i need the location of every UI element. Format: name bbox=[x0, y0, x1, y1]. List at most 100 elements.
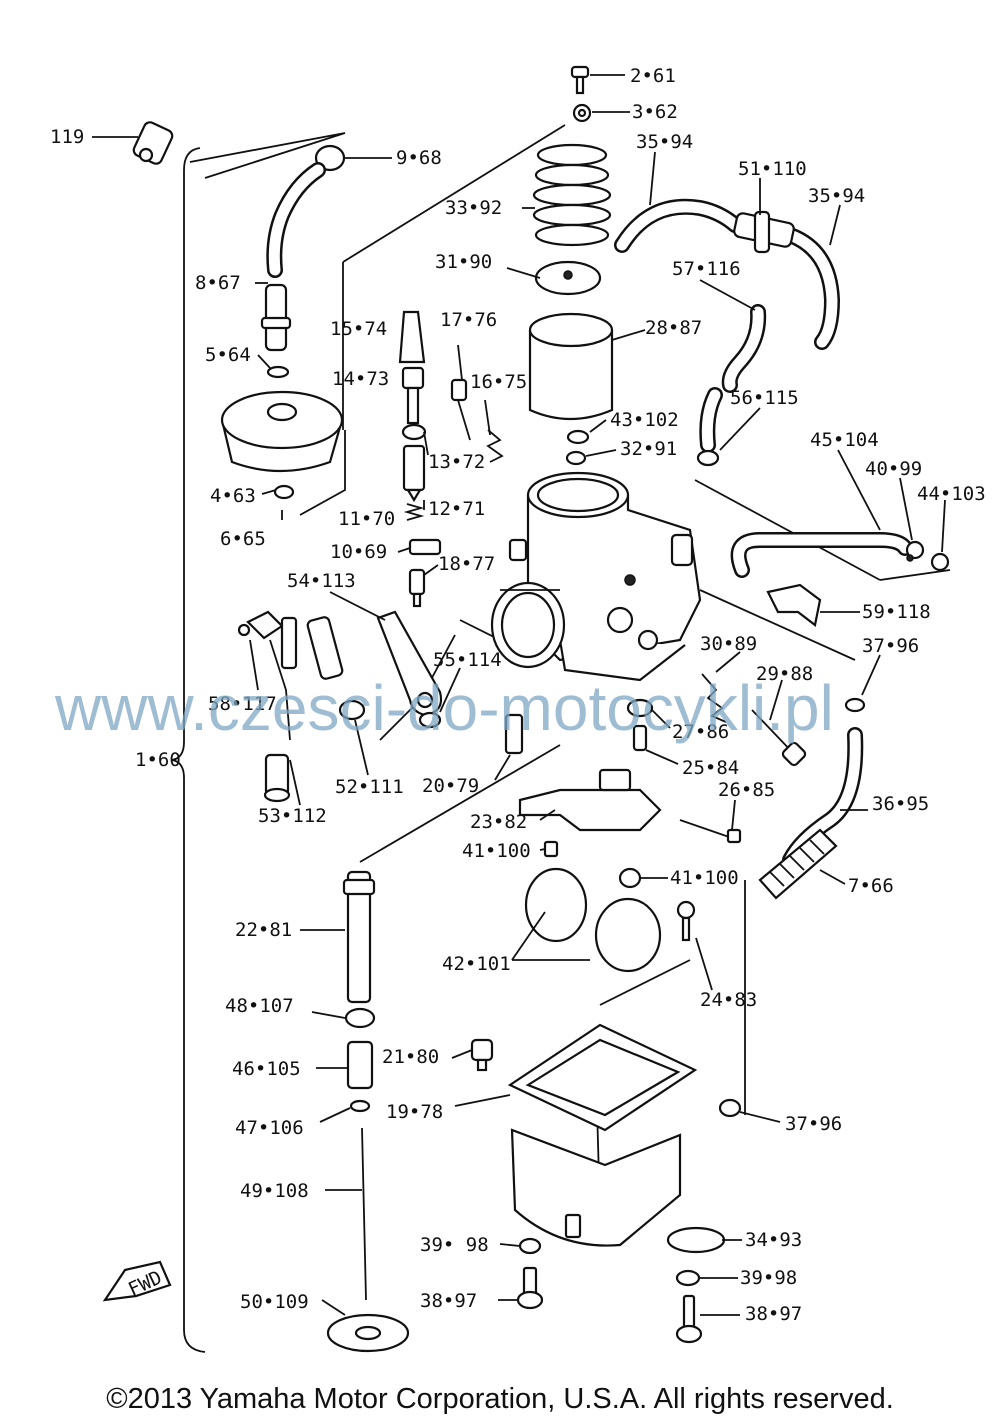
needle-valve-41-100a bbox=[543, 840, 559, 858]
callout-21-80: 21•80 bbox=[382, 1046, 439, 1068]
washer-43-102 bbox=[566, 429, 590, 445]
callout-17-76: 17•76 bbox=[440, 309, 497, 331]
callout-34-93: 34•93 bbox=[745, 1229, 802, 1251]
cap-44-103 bbox=[930, 552, 950, 572]
throttle-screw-17-76 bbox=[450, 378, 471, 441]
screw-38-97b bbox=[675, 1294, 703, 1344]
callout-35-94b: 35•94 bbox=[808, 185, 865, 207]
callout-47-106: 47•106 bbox=[235, 1117, 304, 1139]
nut-14-73 bbox=[401, 366, 425, 425]
callout-54-113: 54•113 bbox=[287, 570, 356, 592]
washer-3-62 bbox=[572, 103, 592, 123]
callout-31-90: 31•90 bbox=[435, 251, 492, 273]
washer-48-107 bbox=[344, 1007, 376, 1029]
callout-23-82: 23•82 bbox=[470, 811, 527, 833]
screw-29-88 bbox=[751, 709, 807, 767]
callout-2-61: 2•61 bbox=[630, 65, 676, 87]
callout-45-104: 45•104 bbox=[810, 429, 879, 451]
callout-36-95: 36•95 bbox=[872, 793, 929, 815]
callout-9-68: 9•68 bbox=[396, 147, 442, 169]
callout-24-83: 24•83 bbox=[700, 989, 757, 1011]
callout-25-84: 25•84 bbox=[682, 757, 739, 779]
float-pin-26-85 bbox=[679, 819, 742, 844]
copyright-notice: ©2013 Yamaha Motor Corporation, U.S.A. A… bbox=[106, 1383, 894, 1415]
plate-10-69 bbox=[408, 538, 442, 556]
screw-2-61 bbox=[570, 65, 590, 95]
callout-119: 119 bbox=[50, 126, 84, 148]
callout-4-63: 4•63 bbox=[210, 485, 256, 507]
callout-42-101: 42•101 bbox=[442, 953, 511, 975]
clip-37-96b bbox=[718, 1098, 742, 1118]
needle-49-108 bbox=[361, 1127, 367, 1301]
screw-38-97a bbox=[516, 1266, 544, 1310]
plate-34-93 bbox=[666, 1226, 726, 1254]
washer-39-98a bbox=[518, 1237, 542, 1255]
assembly-bracket bbox=[171, 147, 206, 1353]
callout-53-112: 53•112 bbox=[258, 805, 327, 827]
callout-13-72: 13•72 bbox=[428, 451, 485, 473]
callout-49-108: 49•108 bbox=[240, 1180, 309, 1202]
callout-38-97a: 38•97 bbox=[420, 1290, 477, 1312]
callout-3-62: 3•62 bbox=[632, 101, 678, 123]
washer-27-86 bbox=[626, 698, 654, 718]
boot-7-66 bbox=[758, 828, 838, 900]
float-bowl-19-78 bbox=[507, 1023, 698, 1247]
callout-46-105: 46•105 bbox=[232, 1058, 301, 1080]
throttle-valve-28-87 bbox=[528, 312, 614, 421]
fwd-arrow-icon bbox=[102, 1260, 172, 1302]
callout-55-114: 55•114 bbox=[433, 649, 502, 671]
float-42-101 bbox=[524, 867, 662, 973]
callout-41-100b: 41•100 bbox=[670, 867, 739, 889]
callout-35-94a: 35•94 bbox=[636, 131, 693, 153]
washer-55-114 bbox=[418, 711, 442, 729]
cable-end-53-112 bbox=[263, 753, 291, 803]
callout-39-98b: 39•98 bbox=[740, 1267, 797, 1289]
plate-31-90 bbox=[534, 260, 602, 296]
callout-56-115: 56•115 bbox=[730, 387, 799, 409]
callout-19-78: 19•78 bbox=[386, 1101, 443, 1123]
callout-41-100a: 41•100 bbox=[462, 840, 531, 862]
callout-48-107: 48•107 bbox=[225, 995, 294, 1017]
callout-32-91: 32•91 bbox=[620, 438, 677, 460]
main-jet-46-105 bbox=[346, 1040, 374, 1090]
spring-16-75 bbox=[486, 429, 504, 463]
callout-52-111: 52•111 bbox=[335, 776, 404, 798]
callout-29-88: 29•88 bbox=[756, 663, 813, 685]
top-cap-4-63 bbox=[220, 390, 344, 473]
callout-44-103: 44•103 bbox=[917, 483, 986, 505]
callout-57-116: 57•116 bbox=[672, 258, 741, 280]
callout-11-70: 11•70 bbox=[338, 508, 395, 530]
vent-hose-35-94-left bbox=[614, 198, 743, 253]
callout-50-109: 50•109 bbox=[240, 1291, 309, 1313]
jet-20-79 bbox=[504, 713, 524, 755]
callout-20-79: 20•79 bbox=[422, 775, 479, 797]
callout-28-87: 28•87 bbox=[645, 317, 702, 339]
washer-39-98b bbox=[675, 1269, 701, 1287]
needle-jet-22-81 bbox=[342, 870, 376, 1004]
clip-40-99 bbox=[905, 540, 925, 562]
callout-10-69: 10•69 bbox=[330, 541, 387, 563]
callout-40-99: 40•99 bbox=[865, 458, 922, 480]
washer-13-72 bbox=[401, 423, 427, 441]
carburetor-body bbox=[490, 471, 702, 682]
spring-30-89 bbox=[701, 673, 727, 723]
callout-16-75: 16•75 bbox=[470, 371, 527, 393]
callout-38-97b: 38•97 bbox=[745, 1303, 802, 1325]
callout-12-71: 12•71 bbox=[428, 498, 485, 520]
callout-26-85: 26•85 bbox=[718, 779, 775, 801]
callout-6-65: 6•65 bbox=[220, 528, 266, 550]
hose-45-104 bbox=[730, 532, 913, 578]
callout-5-64: 5•64 bbox=[205, 344, 251, 366]
starter-12-71 bbox=[402, 444, 426, 503]
washer-50-109 bbox=[326, 1313, 410, 1353]
callout-59-118: 59•118 bbox=[862, 601, 931, 623]
callout-8-67: 8•67 bbox=[195, 272, 241, 294]
callout-43-102: 43•102 bbox=[610, 409, 679, 431]
cap-15-74 bbox=[398, 310, 426, 364]
cable-58-117 bbox=[237, 610, 298, 741]
float-arm-23-82 bbox=[518, 768, 662, 832]
callout-27-86: 27•86 bbox=[672, 721, 729, 743]
callout-51-110: 51•110 bbox=[738, 158, 807, 180]
spring-11-70 bbox=[403, 503, 425, 521]
